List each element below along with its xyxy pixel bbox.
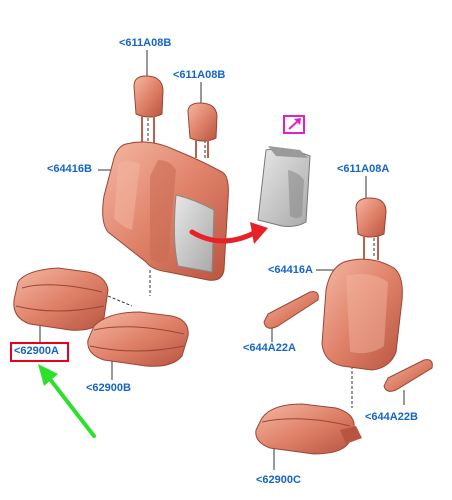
callout-rear-headrest-right[interactable]: <611A08B	[173, 69, 226, 81]
rear-cushion-a	[13, 267, 109, 331]
front-backrest	[321, 258, 403, 371]
callout-front-headrest[interactable]: <611A08A	[337, 163, 390, 175]
rear-backrest	[102, 141, 229, 281]
callout-rear-headrest-left[interactable]: <611A08B	[119, 37, 172, 49]
selected-part-highlight-box	[10, 342, 69, 362]
front-headrest	[355, 197, 387, 260]
seatback-cover-detail	[257, 146, 311, 227]
front-cushion	[255, 403, 362, 455]
detail-view-icon[interactable]	[283, 115, 305, 134]
detail-view-arrow-glyph	[288, 118, 301, 130]
red-curved-arrow-icon	[189, 222, 268, 244]
armrest-right	[383, 359, 433, 392]
rear-headrest-right	[187, 102, 218, 158]
green-pointer-arrow-icon	[38, 364, 96, 438]
callout-rear-cushion-b[interactable]: <62900B	[86, 382, 131, 394]
callout-front-cushion[interactable]: <62900C	[256, 474, 301, 486]
armrest-left	[263, 291, 319, 329]
callout-front-backrest[interactable]: <64416A	[268, 264, 313, 276]
callout-rear-backrest[interactable]: <64416B	[47, 163, 92, 175]
callout-armrest-right[interactable]: <644A22B	[365, 411, 418, 423]
rear-headrest-left	[133, 75, 164, 146]
rear-cushion-b	[87, 311, 189, 367]
callout-armrest-left[interactable]: <644A22A	[243, 342, 296, 354]
callout-rear-cushion-a[interactable]: <62900A	[14, 345, 59, 357]
